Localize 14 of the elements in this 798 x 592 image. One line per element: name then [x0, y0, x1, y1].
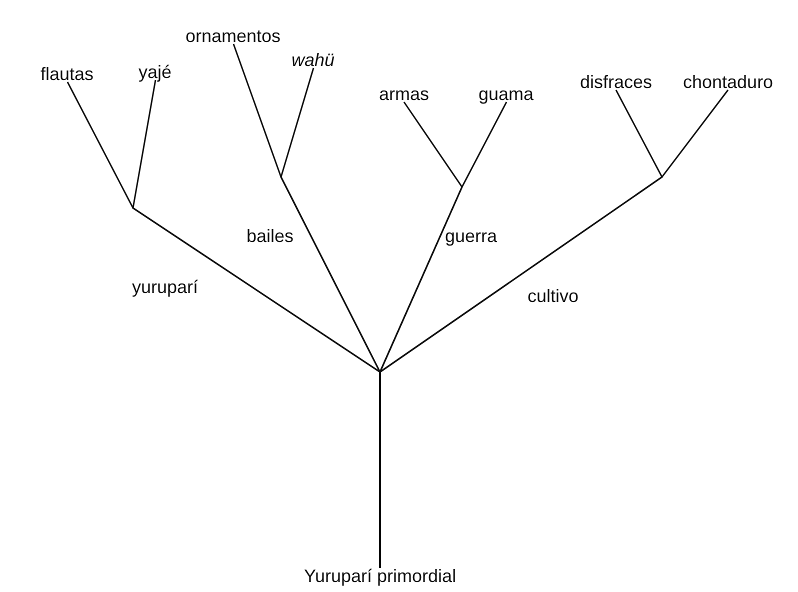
node-label: yajé — [138, 62, 172, 82]
node-label: ornamentos — [186, 26, 281, 46]
node-label: guama — [478, 84, 534, 104]
node-label: flautas — [40, 64, 94, 84]
tree-branch-line — [379, 90, 729, 568]
node-label: disfraces — [580, 72, 652, 92]
branch-label: bailes — [246, 226, 294, 246]
node-label: wahü — [292, 50, 335, 70]
branch-label: cultivo — [528, 286, 579, 306]
node-label: chontaduro — [683, 72, 774, 92]
node-label: armas — [379, 84, 430, 104]
branch-label: yuruparí — [132, 277, 198, 297]
branch-label: guerra — [445, 226, 498, 246]
node-label: Yuruparí primordial — [304, 566, 456, 586]
